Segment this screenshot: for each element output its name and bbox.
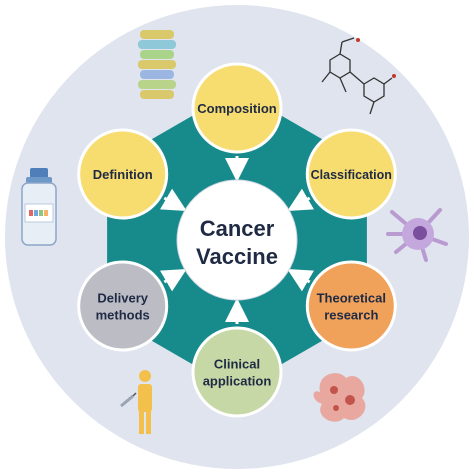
center-circle xyxy=(176,179,298,301)
node-label-theoretical-research-line2: research xyxy=(324,308,378,323)
node-circle-composition xyxy=(191,62,283,154)
node-label-classification: Classification xyxy=(311,168,392,182)
node-label-delivery-methods-line1: Delivery xyxy=(97,291,148,306)
node-label-delivery-methods-line2: methods xyxy=(96,308,150,323)
node-label-clinical-application-line1: Clinical xyxy=(214,357,260,372)
node-circle-classification xyxy=(305,128,397,220)
node-circle-definition xyxy=(77,128,169,220)
node-delivery-methods: Delivery methods xyxy=(77,260,169,352)
dendritic-cell-icon xyxy=(386,208,448,262)
molecule-structure-icon xyxy=(321,37,396,115)
vaccine-vial-icon xyxy=(21,168,57,246)
node-circle-theoretical-research xyxy=(305,260,397,352)
arrow-delivery-methods xyxy=(160,268,187,292)
node-label-definition: Definition xyxy=(93,167,153,182)
center-title-line1: Cancer xyxy=(200,216,275,241)
node-clinical-application: Clinical application xyxy=(191,326,283,418)
arrows-group xyxy=(160,156,314,324)
stacked-protein-icon xyxy=(138,30,176,99)
node-definition: Definition xyxy=(77,128,169,220)
center-title-line2: Vaccine xyxy=(196,244,278,269)
node-circle-delivery-methods xyxy=(77,260,169,352)
node-classification: Classification xyxy=(305,128,397,220)
patient-injection-icon xyxy=(120,370,152,434)
node-theoretical-research: Theoretical research xyxy=(305,260,397,352)
tumor-cell-icon xyxy=(313,373,366,422)
node-label-theoretical-research-line1: Theoretical xyxy=(317,291,386,306)
node-label-composition: Composition xyxy=(197,101,276,116)
arrow-theoretical-research xyxy=(287,268,314,292)
arrow-definition xyxy=(160,188,187,212)
node-circle-clinical-application xyxy=(191,326,283,418)
node-composition: Composition xyxy=(191,62,283,154)
arrow-classification xyxy=(287,188,314,212)
node-label-clinical-application-line2: application xyxy=(203,374,272,389)
